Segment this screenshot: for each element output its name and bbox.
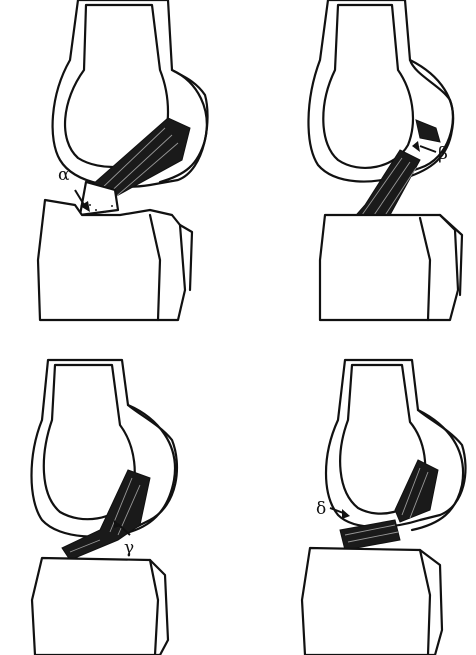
tibia-outline: [38, 200, 185, 320]
label-alpha: α: [58, 165, 70, 185]
panel-delta: δ: [302, 360, 466, 655]
panel-gamma: γ: [32, 360, 177, 655]
ligament-lower: [340, 520, 400, 550]
label-gamma: γ: [124, 538, 134, 558]
label-delta: δ: [316, 499, 326, 519]
tibia-outline: [320, 215, 458, 320]
tibia-outline: [302, 548, 442, 655]
tibia-outline: [32, 558, 168, 655]
panel-beta: β: [308, 0, 462, 320]
label-beta: β: [438, 144, 448, 164]
panel-alpha: α: [38, 0, 208, 320]
